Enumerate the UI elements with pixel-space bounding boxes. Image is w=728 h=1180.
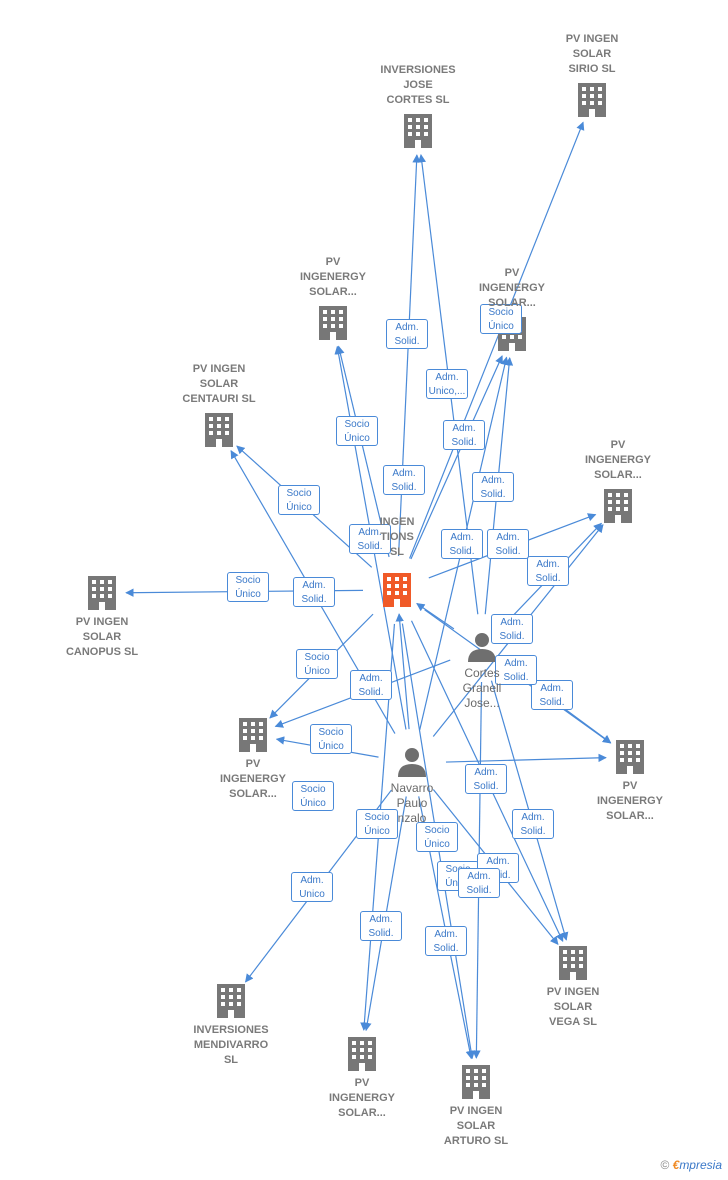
building-icon[interactable] <box>578 83 606 117</box>
node-label-cortes[interactable]: Cortes Granell Jose... <box>462 666 502 710</box>
node-label-sirio[interactable]: PV INGEN SOLAR SIRIO SL <box>565 33 619 75</box>
edge-center-to-pv_solar_a <box>336 345 390 558</box>
node-label-pv_solar_e[interactable]: PV INGENERGY SOLAR... <box>596 780 663 822</box>
building-icon[interactable] <box>217 984 245 1018</box>
building-icon[interactable] <box>404 114 432 148</box>
edge-label[interactable]: Adm. Solid. <box>441 529 483 559</box>
edge-label[interactable]: Adm. Solid. <box>491 614 533 644</box>
building-icon[interactable] <box>348 1037 376 1071</box>
node-label-centauri[interactable]: PV INGEN SOLAR CENTAURI SL <box>182 363 256 405</box>
building-icon[interactable] <box>205 413 233 447</box>
edge-label[interactable]: Adm. Solid. <box>293 577 335 607</box>
edge-center-to-jose_cortes <box>397 154 421 557</box>
node-label-center[interactable]: INGEN TIONS SL <box>379 516 415 558</box>
edge-label[interactable]: Adm. Solid. <box>350 670 392 700</box>
edge-label[interactable]: Adm. Solid. <box>487 529 529 559</box>
building-icon[interactable] <box>319 306 347 340</box>
node-label-pv_solar_a[interactable]: PV INGENERGY SOLAR... <box>299 256 366 298</box>
node-label-pv_solar_d[interactable]: PV INGENERGY SOLAR... <box>219 758 286 800</box>
building-icon[interactable] <box>616 740 644 774</box>
edge-label[interactable]: Adm. Solid. <box>458 868 500 898</box>
node-label-pv_solar_b[interactable]: PV INGENERGY SOLAR... <box>478 267 545 309</box>
brand-logo: €mpresia <box>672 1158 722 1172</box>
person-icon[interactable] <box>398 748 426 777</box>
edge-label[interactable]: Socio Único <box>480 304 522 334</box>
edge-label[interactable]: Socio Único <box>296 649 338 679</box>
edge-label[interactable]: Adm. Solid. <box>495 655 537 685</box>
edge-label[interactable]: Adm. Solid. <box>443 420 485 450</box>
building-icon[interactable] <box>88 576 116 610</box>
building-icon[interactable] <box>383 573 411 607</box>
building-icon[interactable] <box>239 718 267 752</box>
node-label-navarro[interactable]: Navarro Paulo nzalo <box>390 781 434 825</box>
edge-label[interactable]: Adm. Solid. <box>383 465 425 495</box>
edge-label[interactable]: Adm. Solid. <box>531 680 573 710</box>
edge-label[interactable]: Adm. Unico,... <box>426 369 468 399</box>
edge-label[interactable]: Socio Único <box>278 485 320 515</box>
copyright-symbol: © <box>660 1158 670 1172</box>
node-label-arturo[interactable]: PV INGEN SOLAR ARTURO SL <box>443 1105 509 1147</box>
edge-label[interactable]: Adm. Solid. <box>465 764 507 794</box>
edge-label[interactable]: Adm. Solid. <box>360 911 402 941</box>
edge-label[interactable]: Adm. Solid. <box>386 319 428 349</box>
building-icon[interactable] <box>604 489 632 523</box>
edge-navarro-to-pv_solar_e <box>445 753 607 763</box>
edge-center-to-pv_solar_b <box>410 355 503 560</box>
edge-label[interactable]: Socio Único <box>292 781 334 811</box>
node-label-pv_solar_c[interactable]: PV INGENERGY SOLAR... <box>584 439 651 481</box>
nodes-layer <box>88 83 644 1099</box>
edge-label[interactable]: Socio Único <box>227 572 269 602</box>
node-label-canopus[interactable]: PV INGEN SOLAR CANOPUS SL <box>65 616 139 658</box>
edge-label[interactable]: Socio Único <box>416 822 458 852</box>
footer-brand[interactable]: © €mpresia <box>660 1158 722 1172</box>
edge-label[interactable]: Socio Único <box>356 809 398 839</box>
edge-label[interactable]: Adm. Solid. <box>472 472 514 502</box>
edge-label[interactable]: Adm. Solid. <box>425 926 467 956</box>
node-label-vega[interactable]: PV INGEN SOLAR VEGA SL <box>546 986 600 1028</box>
node-label-pv_solar_f[interactable]: PV INGENERGY SOLAR... <box>328 1077 395 1119</box>
edge-label[interactable]: Adm. Solid. <box>527 556 569 586</box>
building-icon[interactable] <box>559 946 587 980</box>
edge-label[interactable]: Adm. Solid. <box>512 809 554 839</box>
edge-label[interactable]: Socio Único <box>336 416 378 446</box>
node-label-mendivarro[interactable]: INVERSIONES MENDIVARRO SL <box>193 1024 269 1066</box>
edge-label[interactable]: Socio Único <box>310 724 352 754</box>
edge-label[interactable]: Adm. Unico <box>291 872 333 902</box>
edge-navarro-to-center <box>395 613 410 730</box>
node-label-jose_cortes[interactable]: INVERSIONES JOSE CORTES SL <box>380 64 456 106</box>
edge-label[interactable]: Adm. Solid. <box>349 524 391 554</box>
building-icon[interactable] <box>462 1065 490 1099</box>
edge-cortes-to-center <box>416 603 455 630</box>
edge-center-to-sirio <box>409 121 585 559</box>
